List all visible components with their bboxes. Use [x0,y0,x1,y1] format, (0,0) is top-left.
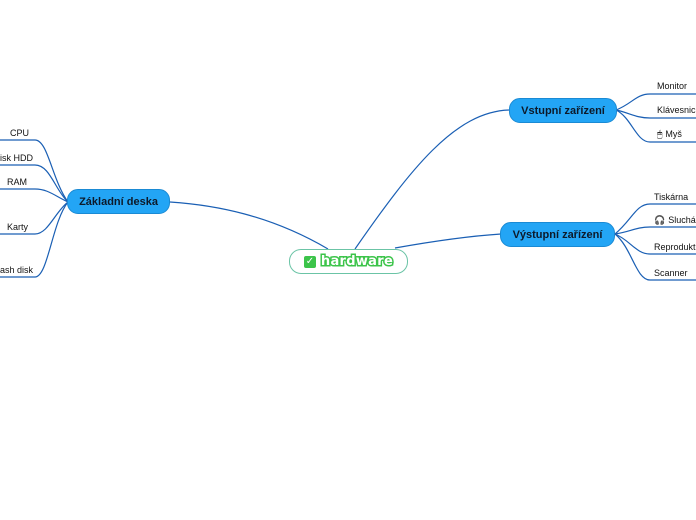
leaf-monitor[interactable]: Monitor [657,81,688,91]
leaf-scanner[interactable]: Scanner [654,268,688,278]
connector-vstupni-klavesnice [615,109,696,119]
connector-vystupni-scanner [614,233,696,281]
topic-label: Výstupní zařízení [512,228,603,241]
topic-vystupni-zarizeni[interactable]: Výstupní zařízení [500,222,615,247]
connector-zakladni-ram [0,188,69,203]
connector-vystupni-sluchatka [614,226,696,235]
leaf-klavesnice[interactable]: Klávesnic [657,105,696,115]
checkmark-icon: ✓ [303,255,316,268]
connector-zakladni-hdd [0,164,69,203]
root-label: hardware [319,253,394,271]
leaf-mys[interactable]: 🖱Myš [657,129,682,140]
leaf-reproduktory[interactable]: Reprodukt [654,242,696,252]
leaf-tiskarna[interactable]: Tiskárna [654,192,689,202]
topic-label: Vstupní zařízení [521,104,605,117]
connector-vstupni-mys [615,109,696,143]
leaf-flash-disk[interactable]: ash disk [0,265,34,275]
connector-root-vstupni [354,109,511,250]
connector-zakladni-cpu [0,139,69,203]
topic-zakladni-deska[interactable]: Základní deska [67,189,170,214]
topic-label: Základní deska [79,195,158,208]
leaf-ram[interactable]: RAM [7,177,27,187]
headphones-icon: 🎧 [654,216,666,226]
leaf-disk-hdd[interactable]: isk HDD [0,153,33,163]
leaf-sluchatka[interactable]: 🎧Sluchá [654,215,696,226]
topic-vstupni-zarizeni[interactable]: Vstupní zařízení [509,98,617,123]
mouse-icon: 🖱 [657,130,663,140]
connector-root-zakladni [169,201,329,250]
root-node[interactable]: ✓ hardware [289,249,408,274]
leaf-karty[interactable]: Karty [7,222,29,232]
connector-root-vystupni [394,233,502,249]
leaf-cpu[interactable]: CPU [10,128,30,138]
connector-vstupni-monitor [615,93,696,111]
connector-vystupni-tiskarna [614,203,696,235]
connector-zakladni-flash [0,201,69,278]
connector-zakladni-karty [0,201,69,235]
connector-vystupni-reproduktory [614,233,696,255]
